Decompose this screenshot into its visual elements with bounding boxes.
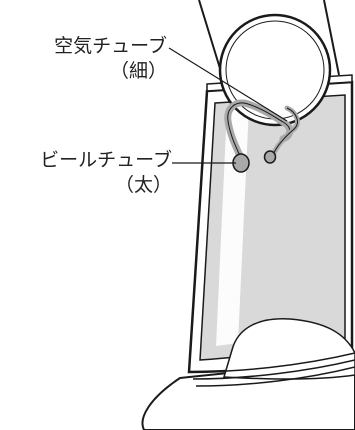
beer-tube-callout: ビールチューブ （太）: [40, 151, 172, 195]
base-ring-top: [189, 352, 355, 373]
air-tube-outline: [272, 107, 298, 156]
beer-tube-outline: [227, 102, 291, 159]
air-tube-label: 空気チューブ: [54, 35, 167, 57]
air-tube-callout: 空気チューブ （細）: [54, 37, 167, 81]
beer-tube-label: ビールチューブ: [40, 149, 172, 171]
base-ring-mid: [192, 359, 355, 380]
bottom-cup: [223, 318, 355, 380]
beer-tube-note: （太）: [114, 174, 172, 196]
air-tube-leader: [168, 47, 288, 122]
server-handle: [198, 0, 340, 76]
lid-fitting: [218, 13, 332, 127]
base-ring-low: [195, 366, 355, 387]
air-tube-note: （細）: [109, 60, 167, 82]
air-tube-end: [263, 150, 277, 164]
